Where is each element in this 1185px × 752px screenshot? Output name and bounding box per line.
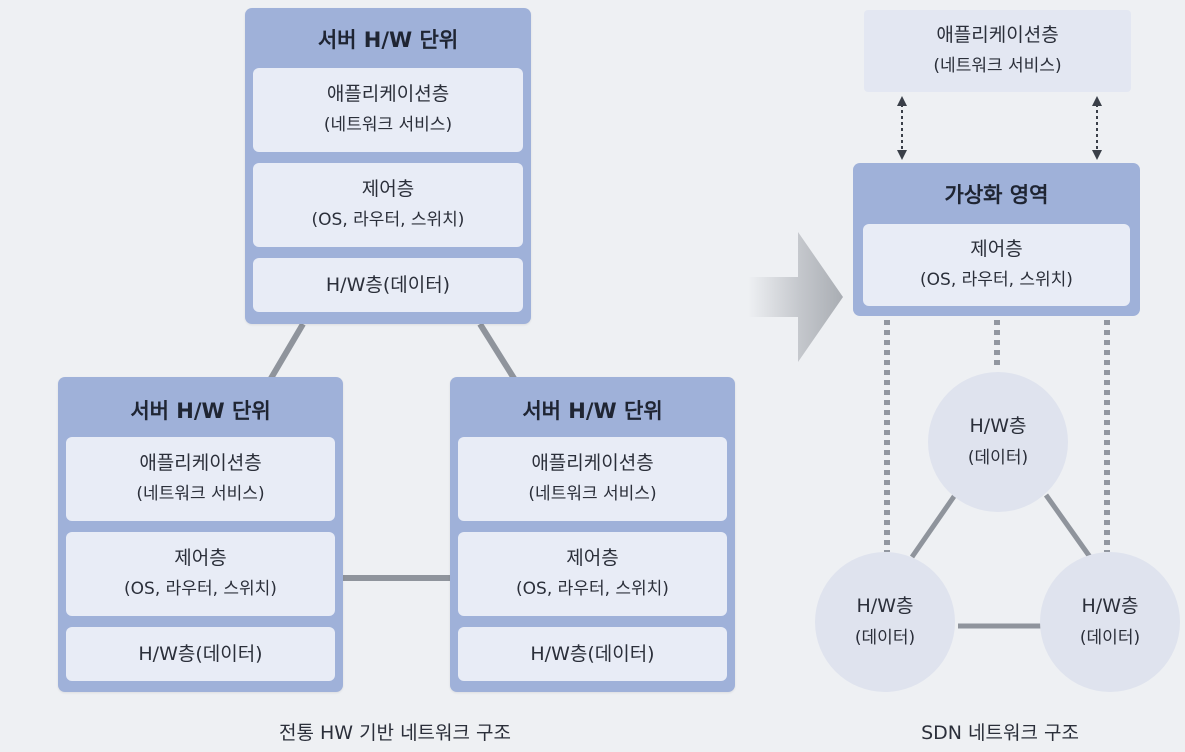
control-layer: 제어층 (OS, 라우터, 스위치): [863, 224, 1130, 306]
node-name: H/W층: [969, 415, 1027, 437]
node-desc: (데이터): [1079, 628, 1141, 648]
node-name: H/W층: [1081, 595, 1139, 617]
hw-layer: H/W층(데이터): [66, 627, 335, 681]
node-name: H/W층: [856, 595, 914, 617]
application-layer: 애플리케이션층 (네트워크 서비스): [253, 68, 523, 152]
api-arrow-left-down: [897, 150, 907, 160]
hw-layer: H/W층(데이터): [458, 627, 727, 681]
layer-desc: (네트워크 서비스): [323, 115, 453, 135]
hw-node-left: H/W층 (데이터): [815, 552, 955, 692]
node-desc: (데이터): [967, 448, 1029, 468]
server-unit-left: 서버 H/W 단위 애플리케이션층 (네트워크 서비스) 제어층 (OS, 라우…: [58, 377, 343, 692]
virtualization-area: 가상화 영역 제어층 (OS, 라우터, 스위치): [853, 163, 1140, 316]
layer-desc: (OS, 라우터, 스위치): [124, 579, 277, 599]
layer-desc: (OS, 라우터, 스위치): [311, 210, 465, 230]
transition-arrow-icon: [748, 232, 843, 362]
layer-name: 애플리케이션층: [326, 83, 450, 105]
application-layer: 애플리케이션층 (네트워크 서비스): [458, 437, 727, 521]
layer-name: 제어층: [361, 178, 415, 200]
link-top-right: [477, 322, 518, 382]
layer-name: 제어층: [174, 547, 227, 569]
application-layer: 애플리케이션층 (네트워크 서비스): [66, 437, 335, 521]
node-link-top-right: [1043, 493, 1093, 559]
server-title: 서버 H/W 단위: [317, 28, 459, 52]
node-desc: (데이터): [854, 628, 916, 648]
hw-layer: H/W층(데이터): [253, 258, 523, 312]
layer-name: 애플리케이션층: [936, 24, 1059, 46]
hw-node-top: H/W층 (데이터): [928, 372, 1068, 512]
api-arrow-right-up: [1092, 96, 1102, 106]
virtualization-title: 가상화 영역: [944, 183, 1049, 207]
layer-name: 애플리케이션층: [139, 452, 262, 474]
api-arrow-right-down: [1092, 150, 1102, 160]
layer-name: H/W층(데이터): [530, 642, 655, 665]
node-link-top-left: [909, 493, 958, 559]
layer-desc: (네트워크 서비스): [136, 484, 265, 504]
control-layer: 제어층 (OS, 라우터, 스위치): [458, 532, 727, 616]
layer-name: H/W층(데이터): [325, 273, 451, 296]
server-title: 서버 H/W 단위: [522, 399, 663, 423]
layer-desc: (OS, 라우터, 스위치): [920, 270, 1073, 290]
layer-desc: (네트워크 서비스): [528, 484, 657, 504]
layer-name: 제어층: [566, 547, 619, 569]
layer-desc: (네트워크 서비스): [933, 56, 1062, 76]
layer-name: 애플리케이션층: [531, 452, 654, 474]
control-layer: 제어층 (OS, 라우터, 스위치): [66, 532, 335, 616]
api-arrow-left-up: [897, 96, 907, 106]
control-layer: 제어층 (OS, 라우터, 스위치): [253, 163, 523, 247]
sdn-caption: SDN 네트워크 구조: [921, 722, 1079, 744]
server-unit-top: 서버 H/W 단위 애플리케이션층 (네트워크 서비스) 제어층 (OS, 라우…: [245, 8, 531, 324]
layer-name: 제어층: [970, 238, 1023, 260]
hw-node-right: H/W층 (데이터): [1040, 552, 1180, 692]
server-unit-right: 서버 H/W 단위 애플리케이션층 (네트워크 서비스) 제어층 (OS, 라우…: [450, 377, 735, 692]
link-top-left: [267, 322, 306, 382]
server-title: 서버 H/W 단위: [130, 399, 271, 423]
sdn-application-layer: 애플리케이션층 (네트워크 서비스): [864, 10, 1131, 92]
traditional-caption: 전통 HW 기반 네트워크 구조: [278, 722, 512, 744]
layer-name: H/W층(데이터): [138, 642, 263, 665]
layer-desc: (OS, 라우터, 스위치): [516, 579, 669, 599]
